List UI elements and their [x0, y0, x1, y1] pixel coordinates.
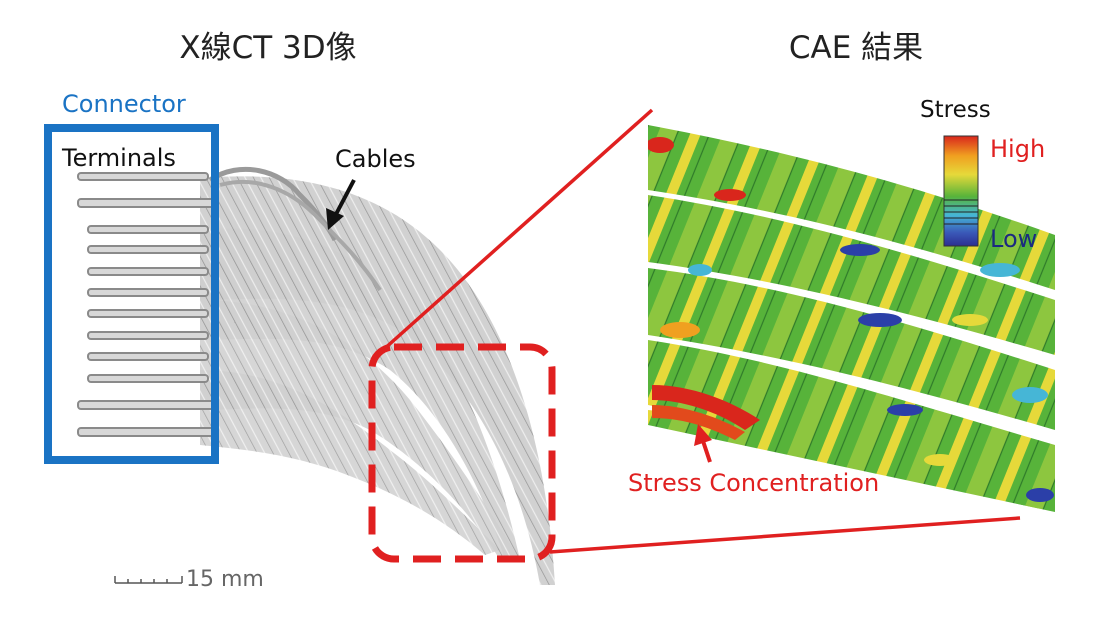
left-panel-title: X線CT 3D像 [179, 30, 356, 66]
zoom-region-box [368, 343, 556, 563]
colorbar-ticks [944, 199, 978, 225]
cae-result-image [648, 120, 1055, 512]
legend-title: Stress [920, 97, 991, 123]
legend-low: Low [990, 225, 1037, 253]
terminals-label-bg [54, 140, 208, 172]
cables-label: Cables [335, 145, 416, 173]
right-panel-title: CAE 結果 [789, 30, 923, 66]
connector-box [44, 124, 219, 464]
stress-concentration-label: Stress Concentration [628, 469, 879, 497]
cable-bundle-image [200, 166, 555, 585]
zoom-line-top [381, 108, 654, 352]
terminal-pins [77, 172, 219, 437]
connector-label: Connector [62, 90, 186, 118]
stress-colorbar [943, 135, 979, 247]
scale-bar [114, 576, 183, 584]
legend-high: High [990, 135, 1045, 163]
stress-concentration-arrow [694, 424, 712, 463]
scale-bar-label: 15 mm [186, 567, 264, 592]
zoom-line-bottom [549, 516, 1021, 554]
terminals-label: Terminals [61, 144, 176, 172]
cables-arrow [326, 179, 356, 230]
